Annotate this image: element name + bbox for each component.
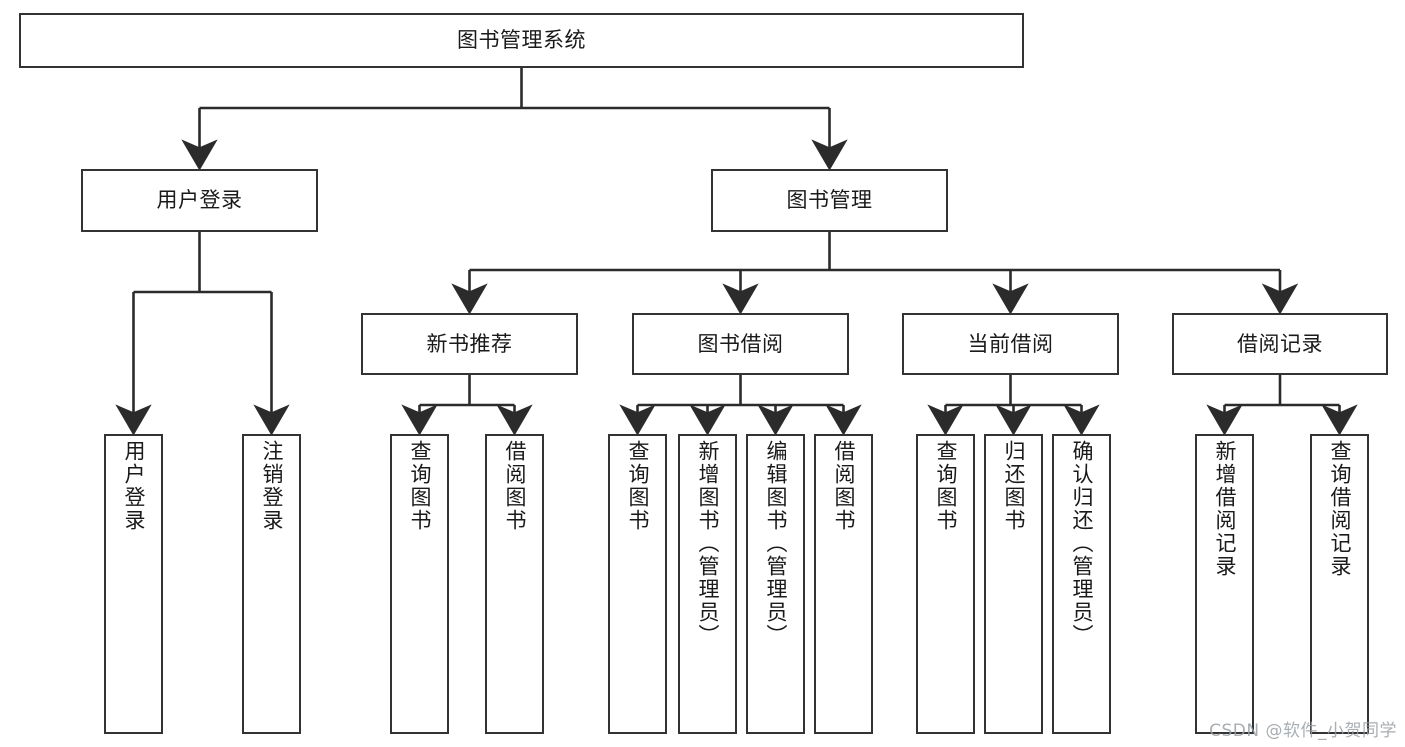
node-label: 新增借阅记录 — [1213, 440, 1237, 578]
leaf-query-book-1[interactable]: 查询图书 — [390, 434, 449, 734]
node-label: 图书管理系统 — [457, 28, 586, 53]
node-label: 图书管理 — [786, 188, 873, 213]
node-label: 借阅图书 — [503, 440, 527, 532]
node-label: 查询借阅记录 — [1328, 440, 1352, 578]
leaf-borrow-book-2[interactable]: 借阅图书 — [814, 434, 873, 734]
leaf-edit-book-admin[interactable]: 编辑图书（管理员） — [746, 434, 805, 734]
leaf-query-borrow-record[interactable]: 查询借阅记录 — [1310, 434, 1369, 734]
node-label: 借阅记录 — [1237, 331, 1323, 356]
leaf-query-book-2[interactable]: 查询图书 — [608, 434, 667, 734]
leaf-query-book-3[interactable]: 查询图书 — [916, 434, 975, 734]
leaf-logout[interactable]: 注销登录 — [242, 434, 301, 734]
node-label: 查询图书 — [626, 440, 650, 532]
node-label: 借阅图书 — [832, 440, 856, 532]
node-label: 新增图书（管理员） — [696, 440, 720, 647]
node-root-system[interactable]: 图书管理系统 — [19, 13, 1024, 68]
node-label: 确认归还（管理员） — [1070, 440, 1094, 647]
node-label: 用户登录 — [122, 440, 146, 532]
leaf-add-book-admin[interactable]: 新增图书（管理员） — [678, 434, 737, 734]
node-label: 新书推荐 — [426, 331, 513, 356]
node-label: 用户登录 — [156, 188, 243, 213]
node-label: 注销登录 — [260, 440, 284, 532]
leaf-add-borrow-record[interactable]: 新增借阅记录 — [1195, 434, 1254, 734]
node-label: 图书借阅 — [697, 331, 784, 356]
node-label: 编辑图书（管理员） — [764, 440, 788, 647]
node-current-borrow[interactable]: 当前借阅 — [902, 313, 1119, 375]
node-user-login[interactable]: 用户登录 — [81, 169, 318, 232]
watermark-text: CSDN @软件_小贺同学 — [1209, 721, 1397, 741]
leaf-user-login[interactable]: 用户登录 — [104, 434, 163, 734]
node-label: 归还图书 — [1002, 440, 1026, 532]
node-book-borrow[interactable]: 图书借阅 — [632, 313, 849, 375]
leaf-return-book[interactable]: 归还图书 — [984, 434, 1043, 734]
leaf-confirm-return-admin[interactable]: 确认归还（管理员） — [1052, 434, 1111, 734]
leaf-borrow-book-1[interactable]: 借阅图书 — [485, 434, 544, 734]
node-label: 查询图书 — [408, 440, 432, 532]
node-label: 查询图书 — [934, 440, 958, 532]
node-book-management[interactable]: 图书管理 — [711, 169, 948, 232]
node-label: 当前借阅 — [967, 331, 1054, 356]
node-new-book-recommendation[interactable]: 新书推荐 — [361, 313, 578, 375]
node-borrow-record[interactable]: 借阅记录 — [1172, 313, 1388, 375]
